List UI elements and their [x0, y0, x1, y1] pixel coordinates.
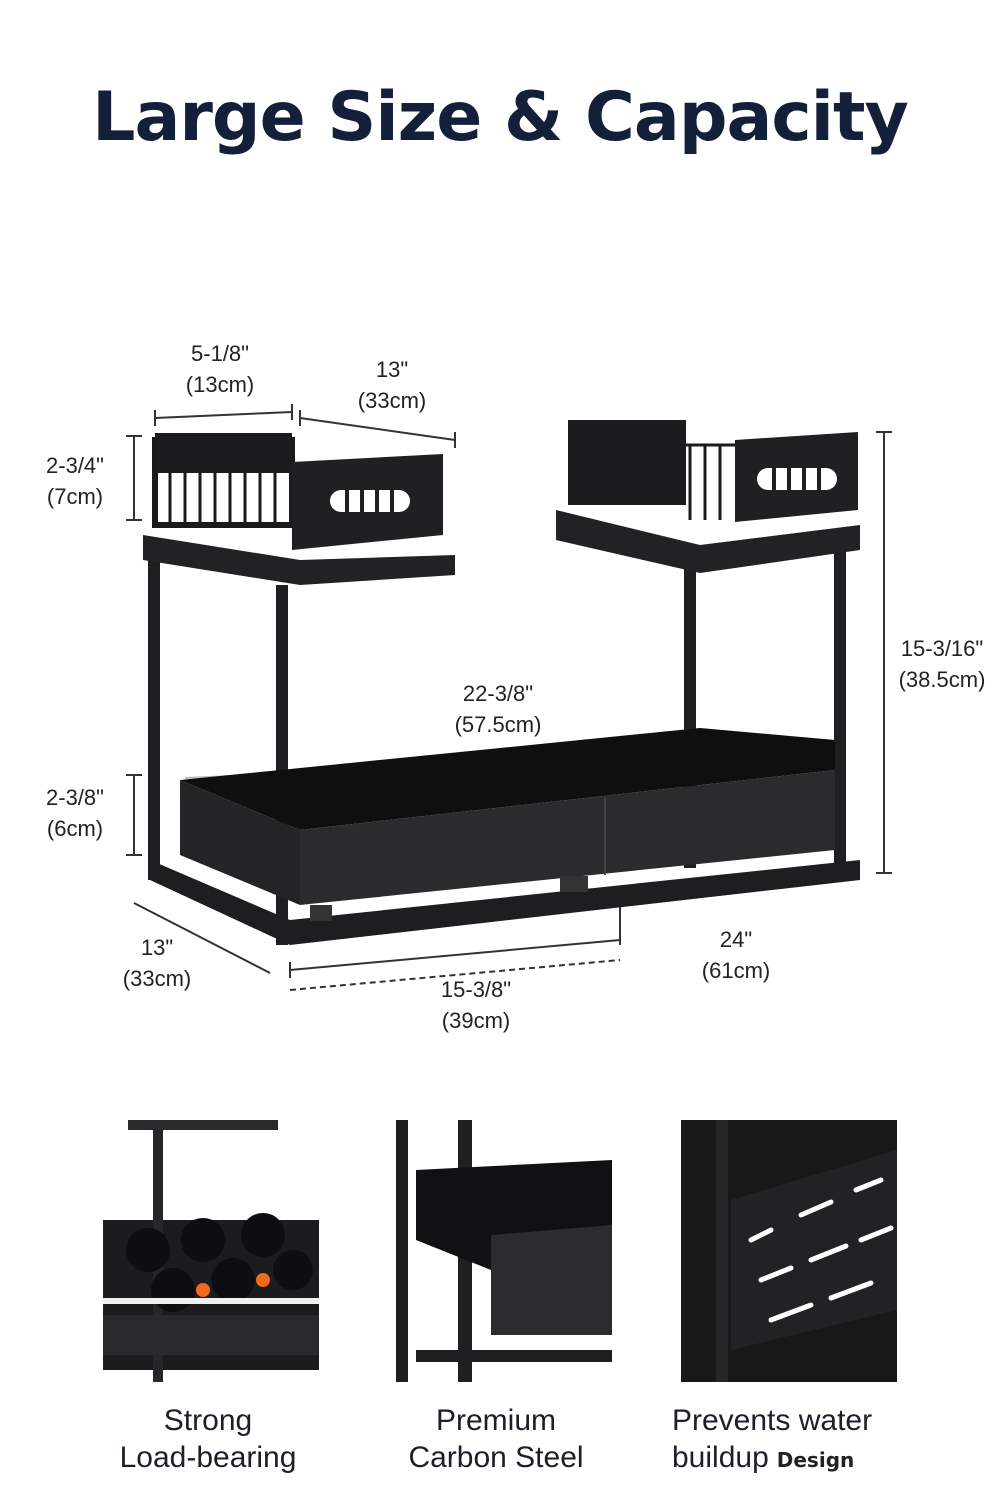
- top-basket-depth-label: 13"(33cm): [357, 357, 427, 413]
- organizer-illustration: [126, 404, 892, 991]
- base-frame: [148, 545, 860, 945]
- top-basket-width-label: 5-1/8"(13cm): [185, 341, 255, 397]
- feature-image-carbon-steel: [396, 1120, 612, 1382]
- drawer-height-label: 2-3/8"(6cm): [46, 785, 104, 841]
- base-depth-label: 13"(33cm): [122, 935, 192, 991]
- product-diagram: 5-1/8"(13cm) 13"(33cm) 2-3/4"(7cm) 15-3/…: [0, 320, 1000, 1040]
- drawer-width-label: 22-3/8"(57.5cm): [454, 681, 542, 737]
- total-height-label: 15-3/16"(38.5cm): [898, 636, 986, 692]
- feature-image-water-drain: [681, 1120, 897, 1382]
- right-basket: [556, 420, 860, 573]
- min-width-label: 15-3/8"(39cm): [440, 977, 512, 1033]
- feature-image-load-bearing: [103, 1120, 319, 1382]
- top-basket-height-label: 2-3/4"(7cm): [46, 453, 104, 509]
- left-basket: [143, 433, 455, 585]
- page-title: Large Size & Capacity: [92, 78, 909, 157]
- max-width-label: 24"(61cm): [701, 927, 771, 983]
- design-tag: Design: [776, 1448, 855, 1472]
